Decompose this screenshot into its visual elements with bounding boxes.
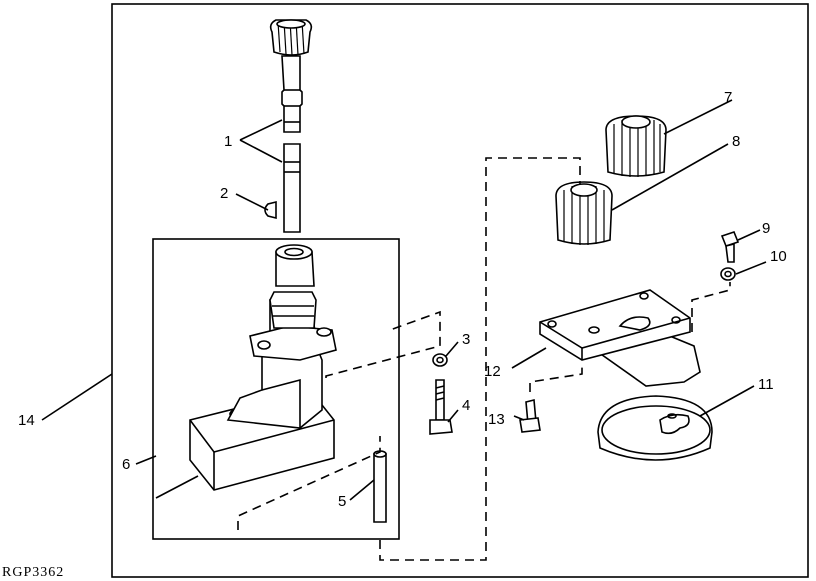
pump-body — [189, 244, 337, 491]
mounting-bolt — [519, 398, 541, 433]
callout-13: 13 — [488, 411, 505, 428]
cover-plate — [539, 289, 691, 361]
reference-code: RGP3362 — [2, 565, 64, 580]
callout-3: 3 — [462, 331, 470, 348]
callout-12: 12 — [484, 363, 501, 380]
assembly-dashed-lines — [237, 157, 731, 561]
small-washer — [720, 267, 736, 281]
callout-4: 4 — [462, 397, 470, 414]
callout-11: 11 — [758, 376, 774, 393]
idler-gear — [605, 115, 667, 177]
inner-box — [152, 238, 400, 540]
lock-washer — [432, 353, 448, 367]
upper-shaft — [281, 55, 303, 133]
oil-screen-cover — [597, 395, 713, 461]
callout-14: 14 — [18, 412, 35, 429]
cap-screw — [429, 379, 453, 435]
small-screw — [720, 231, 740, 263]
callout-9: 9 — [762, 220, 770, 237]
leader-lines — [41, 99, 767, 501]
dowel-pin — [373, 450, 387, 523]
callout-5: 5 — [338, 493, 346, 510]
lower-shaft — [283, 143, 301, 233]
callout-8: 8 — [732, 133, 740, 150]
callout-10: 10 — [770, 248, 787, 265]
drive-gear-lower — [555, 181, 613, 245]
drive-gear — [269, 19, 313, 56]
callout-2: 2 — [220, 185, 228, 202]
callout-1: 1 — [224, 133, 232, 150]
woodruff-key — [264, 200, 277, 220]
callout-6: 6 — [122, 456, 130, 473]
outer-frame — [111, 3, 809, 578]
callout-7: 7 — [724, 89, 732, 106]
